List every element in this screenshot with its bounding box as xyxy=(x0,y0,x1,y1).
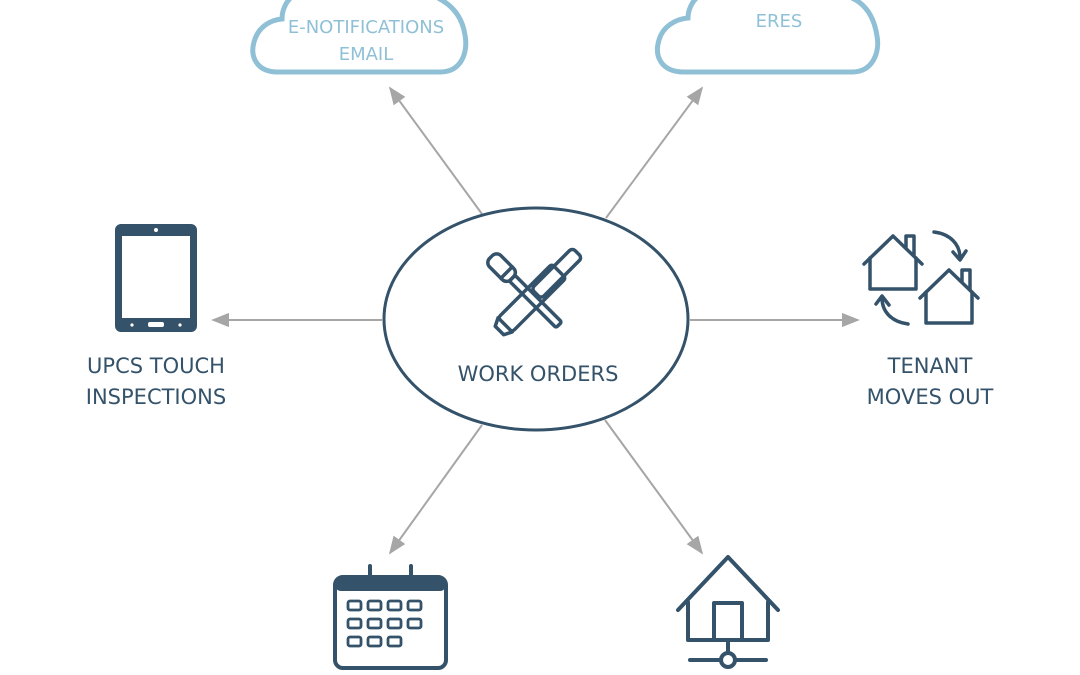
arrow-to-email xyxy=(388,86,483,215)
email-label-line2: EMAIL xyxy=(339,44,394,65)
center-node xyxy=(382,206,690,432)
email-label-line1: E-NOTIFICATIONS xyxy=(288,17,444,38)
eres-label: ERES xyxy=(756,11,803,32)
houses-cycle-icon xyxy=(862,230,980,326)
tablet-icon xyxy=(115,224,197,332)
tenant-label-line2: MOVES OUT xyxy=(867,385,994,409)
calendar-icon xyxy=(333,564,448,670)
inspections-label-line2: INSPECTIONS xyxy=(86,385,226,409)
email-cloud-icon xyxy=(250,0,469,75)
tenant-label-line1: TENANT xyxy=(887,354,973,378)
arrow-to-calendar xyxy=(388,424,483,555)
eres-cloud-icon xyxy=(655,0,881,75)
hammer-screwdriver-icon xyxy=(486,247,583,337)
arrow-to-network-home xyxy=(604,419,704,555)
arrow-to-eres xyxy=(605,86,704,219)
networked-house-icon xyxy=(676,555,780,669)
center-label: WORK ORDERS xyxy=(458,362,619,386)
inspections-label-line1: UPCS TOUCH xyxy=(87,354,225,378)
